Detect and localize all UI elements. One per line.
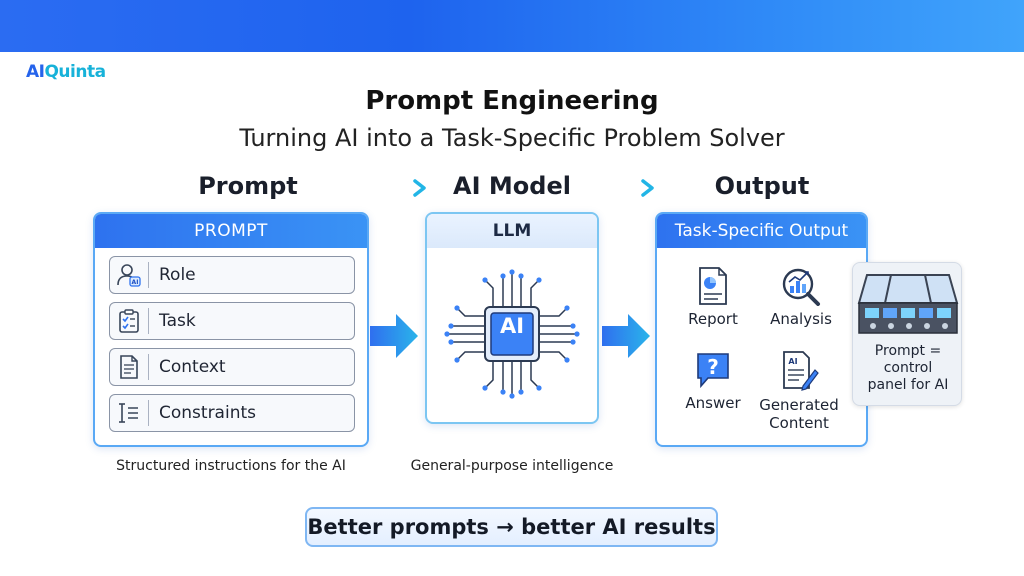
column-heading-prompt: Prompt (198, 172, 298, 200)
output-item-generated-content: AI Generated Content (751, 350, 847, 432)
column-heading-model: AI Model (453, 172, 571, 200)
report-icon (699, 267, 727, 305)
big-arrow-icon (602, 314, 650, 358)
output-item-report: Report (679, 266, 747, 328)
prompt-item-context: Context (109, 348, 355, 386)
llm-panel-title: LLM (427, 214, 597, 248)
svg-text:?: ? (707, 355, 719, 379)
page-subtitle: Turning AI into a Task-Specific Problem … (239, 124, 785, 152)
cockpit-card: Prompt = control panel for AI (852, 262, 962, 406)
llm-panel: LLM AI (425, 212, 599, 424)
prompt-item-task: Task (109, 302, 355, 340)
cockpit-caption: Prompt = control panel for AI (867, 343, 949, 393)
ai-chip-icon (444, 269, 580, 399)
tagline-banner: Better prompts → better AI results (305, 507, 718, 547)
prompt-panel-title: PROMPT (95, 214, 367, 248)
ai-chip-label: AI (499, 314, 525, 338)
checklist-icon (110, 303, 148, 339)
text-constraints-icon (110, 395, 148, 431)
brand-logo: AIQuinta (26, 62, 106, 82)
user-ai-icon: AI (110, 257, 148, 293)
output-panel: Task-Specific Output Report Analysis ? (655, 212, 868, 447)
question-icon: ? (697, 353, 729, 389)
document-icon (110, 349, 148, 385)
analysis-icon (782, 268, 820, 306)
svg-text:AI: AI (132, 279, 139, 286)
generated-content-icon: AI (783, 351, 819, 391)
prompt-panel: PROMPT AI Role Task (93, 212, 369, 447)
prompt-item-constraints: Constraints (109, 394, 355, 432)
output-item-answer: ? Answer (677, 350, 749, 412)
page-title: Prompt Engineering (365, 86, 659, 116)
top-banner (0, 0, 1024, 52)
svg-text:AI: AI (788, 357, 797, 366)
prompt-item-role: AI Role (109, 256, 355, 294)
column-heading-output: Output (714, 172, 810, 200)
output-panel-title: Task-Specific Output (657, 214, 866, 248)
output-item-analysis: Analysis (761, 266, 841, 328)
flow-arrow-icon (366, 179, 426, 197)
model-caption: General-purpose intelligence (410, 458, 614, 474)
big-arrow-icon (370, 314, 418, 358)
flow-arrow-icon (594, 179, 654, 197)
cockpit-icon (857, 274, 959, 334)
prompt-caption: Structured instructions for the AI (116, 458, 346, 474)
